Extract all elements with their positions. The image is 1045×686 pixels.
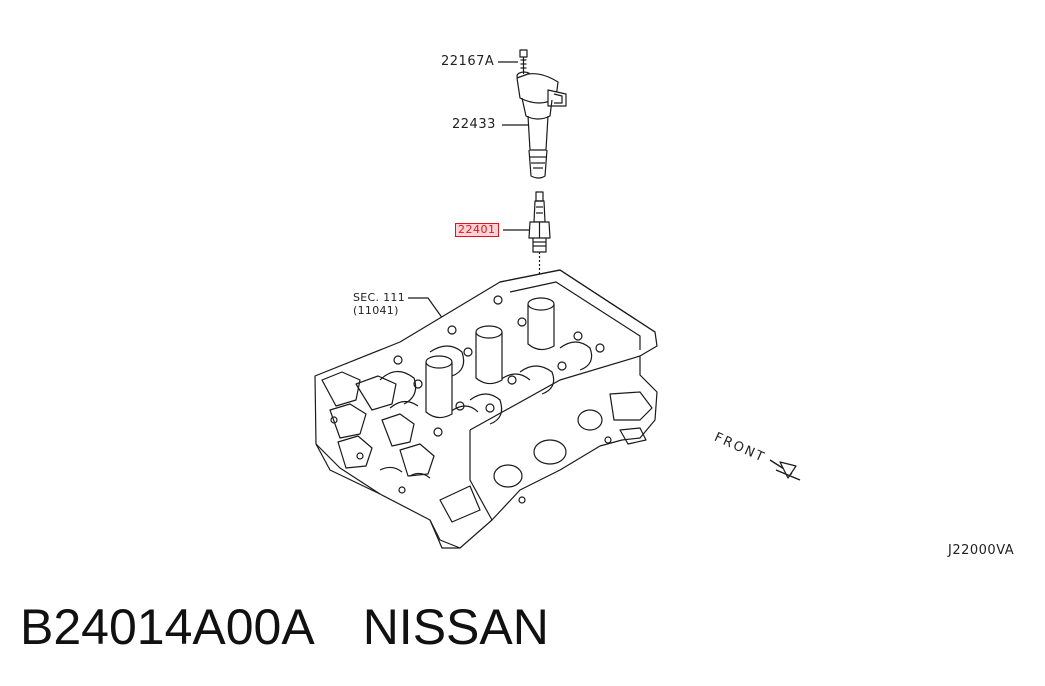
spark-plug-part-number[interactable]: 22401 bbox=[455, 223, 499, 237]
ignition-coil-drawing bbox=[516, 71, 567, 179]
footer-part-number: B24014A00A bbox=[20, 599, 315, 655]
section-subreference: (11041) bbox=[353, 304, 399, 317]
front-arrow-icon bbox=[769, 459, 801, 481]
diagram-code: J22000VA bbox=[948, 543, 1015, 558]
footer-title: B24014A00A NISSAN bbox=[20, 598, 549, 656]
coil-part-number: 22433 bbox=[452, 117, 496, 132]
bolt-part-number: 22167A bbox=[441, 54, 495, 69]
section-reference: SEC. 111 bbox=[353, 291, 406, 304]
bolt-drawing bbox=[519, 49, 528, 74]
footer-maker: NISSAN bbox=[362, 599, 549, 655]
cylinder-head-drawing bbox=[314, 269, 658, 549]
